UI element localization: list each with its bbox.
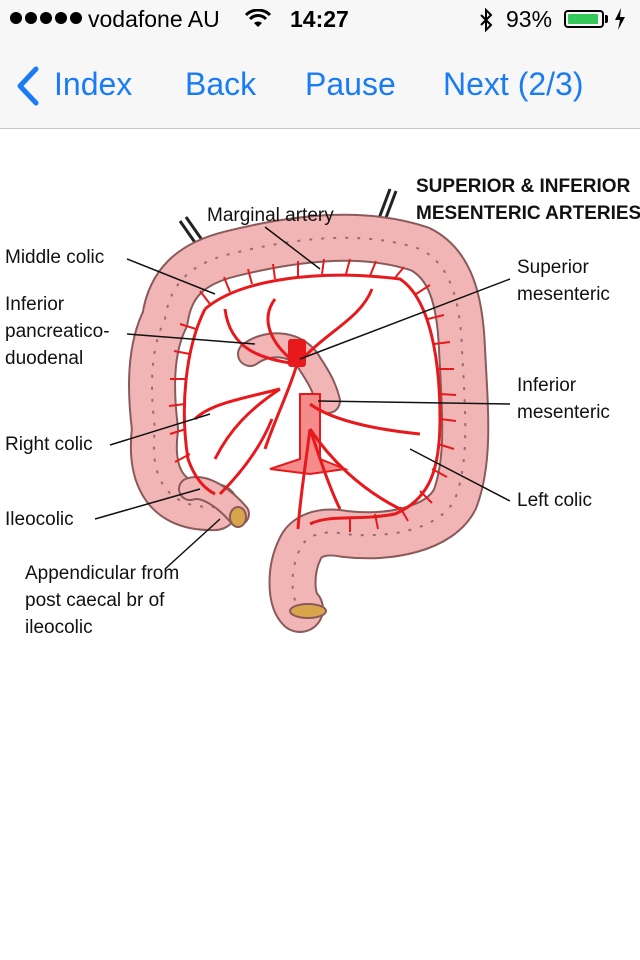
clock: 14:27	[290, 6, 349, 32]
label-inferior-mesenteric: Inferior mesenteric	[517, 372, 610, 426]
status-bar: vodafone AU 14:27 93%	[0, 0, 640, 40]
back-button[interactable]: Back	[185, 66, 257, 102]
battery-percentage: 93%	[506, 6, 553, 32]
battery-icon	[564, 10, 604, 28]
label-inferior-pancreaticoduodenal: Inferior pancreatico- duodenal	[5, 291, 110, 372]
label-right-colic: Right colic	[5, 434, 93, 455]
diagram-title-line-2: MESENTERIC ARTERIES	[416, 203, 640, 224]
next-button[interactable]: Next (2/3)	[443, 66, 584, 102]
label-appendicular-line-1: Appendicular from	[25, 563, 180, 584]
label-appendicular-line-2: post caecal br of	[25, 590, 165, 611]
label-marginal-artery: Marginal artery	[207, 205, 334, 226]
label-superior-mes-line-1: Superior	[517, 257, 589, 278]
carrier-name: vodafone AU	[88, 6, 220, 32]
wifi-icon	[245, 9, 271, 27]
label-inferior-mes-line-1: Inferior	[517, 375, 577, 396]
label-left-colic: Left colic	[517, 490, 592, 511]
battery-tip	[605, 15, 608, 23]
label-superior-mes-line-2: mesenteric	[517, 284, 610, 305]
label-middle-colic: Middle colic	[5, 247, 105, 268]
label-inferior-mes-line-2: mesenteric	[517, 402, 610, 423]
label-inferior-pd-line-3: duodenal	[5, 348, 84, 369]
index-button[interactable]: Index	[54, 66, 133, 102]
navigation-bar: Index Back Pause Next (2/3)	[0, 40, 640, 129]
signal-strength-icon	[10, 12, 82, 24]
label-appendicular: Appendicular from post caecal br of ileo…	[25, 560, 179, 641]
charging-bolt-icon	[615, 8, 625, 30]
label-ileocolic: Ileocolic	[5, 509, 74, 530]
diagram-title-line-1: SUPERIOR & INFERIOR	[416, 176, 631, 197]
label-inferior-pd-line-1: Inferior	[5, 294, 65, 315]
pause-button[interactable]: Pause	[305, 66, 396, 102]
label-appendicular-line-3: ileocolic	[25, 617, 93, 638]
diagram-title: SUPERIOR & INFERIOR MESENTERIC ARTERIES	[416, 173, 640, 227]
label-inferior-pd-line-2: pancreatico-	[5, 321, 110, 342]
bluetooth-icon	[480, 8, 493, 32]
chevron-left-icon[interactable]	[16, 66, 40, 106]
anatomy-diagram: SUPERIOR & INFERIOR MESENTERIC ARTERIES …	[0, 129, 640, 689]
colon-artery-illustration	[94, 188, 511, 633]
label-superior-mesenteric: Superior mesenteric	[517, 254, 610, 308]
